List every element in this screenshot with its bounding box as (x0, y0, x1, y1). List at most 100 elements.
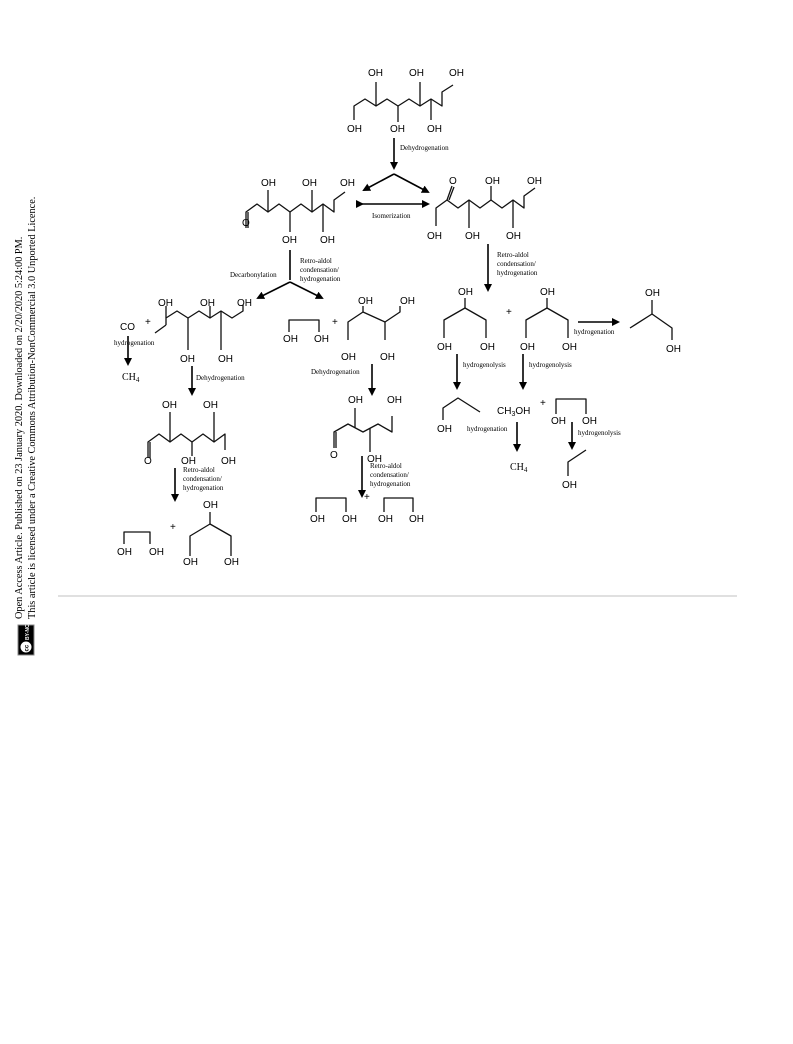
oh-label: OH (520, 342, 535, 353)
reaction-label-retro-aldol: Retro-aldol (183, 466, 215, 474)
reaction-label-retro-aldol: Retro-aldol (370, 462, 402, 470)
oh-label: OH (449, 68, 464, 79)
oh-label: OH (183, 557, 198, 568)
cc-icon (19, 640, 33, 654)
reaction-arrow (362, 173, 395, 191)
oh-label: OH (540, 287, 555, 298)
oh-label: OH (320, 235, 335, 246)
oh-label: OH (347, 124, 362, 135)
reaction-label-retro-aldol: Retro-aldol (300, 257, 332, 265)
reaction-label-dehydrogenation: Dehydrogenation (311, 368, 360, 376)
oh-label: OH (341, 352, 356, 363)
reaction-label-retro-aldol: condensation/ (370, 471, 409, 479)
erythrose-structure: O OH OH OH (330, 395, 402, 465)
erythritol-structure: OH OH OH OH (341, 296, 415, 363)
reaction-label-retro-aldol: condensation/ (183, 475, 222, 483)
reaction-label-retro-aldol: hydrogenation (497, 269, 538, 277)
reaction-label-hydrogenation: hydrogenation (467, 425, 508, 433)
reaction-arrow (393, 173, 430, 193)
oh-label: OH (551, 416, 566, 427)
reaction-label-dehydrogenation: Dehydrogenation (196, 374, 245, 382)
oh-label: OH (180, 354, 195, 365)
oh-label: OH (380, 352, 395, 363)
sorbitol-structure: OH OH OH OH OH OH (347, 68, 464, 135)
oh-label: OH (562, 480, 577, 491)
notice-line-2: This article is licensed under a Creativ… (27, 197, 38, 619)
oxygen-label: O (330, 450, 338, 461)
oh-label: OH (409, 68, 424, 79)
propanol-structure: OH (437, 397, 481, 435)
license-notice: This article is licensed under a Creativ… (27, 197, 38, 619)
oh-label: OH (218, 354, 233, 365)
oh-label: OH (203, 500, 218, 511)
oh-label: OH (437, 342, 452, 353)
oh-label: OH (562, 342, 577, 353)
oh-label: OH (400, 296, 415, 307)
glycerol-structure: OH OH OH (183, 500, 239, 568)
ethylene-glycol-structure: OH OH (378, 497, 424, 525)
oh-label: OH (378, 514, 393, 525)
methanol-label: CH3OH (497, 406, 530, 418)
arabitol-structure: OH OH OH OH OH (154, 298, 252, 365)
oh-label: OH (358, 296, 373, 307)
reaction-label-hydrogenolysis: hydrogenolysis (529, 361, 572, 369)
oh-label: OH (465, 231, 480, 242)
oh-label: OH (387, 395, 402, 406)
plus-sign: + (332, 317, 338, 328)
oh-label: OH (348, 395, 363, 406)
methane-label: CH4 (122, 372, 140, 384)
oh-label: OH (367, 454, 382, 465)
reaction-label-retro-aldol: Retro-aldol (497, 251, 529, 259)
oh-label: OH (261, 178, 276, 189)
reaction-label-retro-aldol: condensation/ (497, 260, 536, 268)
oh-label: OH (340, 178, 355, 189)
oh-label: OH (527, 176, 542, 187)
reaction-label-dehydrogenation: Dehydrogenation (400, 144, 449, 152)
reaction-label-decarbonylation: Decarbonylation (230, 271, 277, 279)
oh-label: OH (342, 514, 357, 525)
oh-label: OH (409, 514, 424, 525)
reaction-label-hydrogenolysis: hydrogenolysis (463, 361, 506, 369)
oh-label: OH (302, 178, 317, 189)
propylene-glycol-structure: OH OH (629, 288, 681, 355)
cc-by-nc-badge[interactable]: cc BY-NC (17, 624, 35, 656)
badge-label: BY-NC (25, 624, 31, 640)
reaction-label-hydrogenolysis: hydrogenolysis (578, 429, 621, 437)
plus-sign: + (506, 307, 512, 318)
oh-label: OH (368, 68, 383, 79)
glycerol-structure: OH OH OH (437, 287, 495, 353)
plus-sign: + (145, 317, 151, 328)
reaction-arrow (256, 281, 291, 299)
oh-label: OH (427, 231, 442, 242)
oh-label: OH (221, 456, 236, 467)
reaction-arrow (289, 281, 324, 299)
oh-label: OH (224, 557, 239, 568)
oh-label: OH (437, 424, 452, 435)
notice-line-1: Open Access Article. Published on 23 Jan… (14, 237, 25, 619)
oh-label: OH (181, 456, 196, 467)
oh-label: OH (427, 124, 442, 135)
plus-sign: + (170, 522, 176, 533)
reaction-label-hydrogenation: hydrogenation (114, 339, 155, 347)
open-access-notice: Open Access Article. Published on 23 Jan… (14, 237, 25, 619)
oh-label: OH (666, 344, 681, 355)
oxygen-label: O (144, 456, 152, 467)
oh-label: OH (506, 231, 521, 242)
oh-label: OH (158, 298, 173, 309)
ethylene-glycol-structure: OH OH (117, 531, 164, 558)
oh-label: OH (282, 235, 297, 246)
reaction-label-isomerization: Isomerization (372, 212, 411, 220)
oh-label: OH (117, 547, 132, 558)
oh-label: OH (283, 334, 298, 345)
plus-sign: + (364, 492, 370, 503)
oh-label: OH (162, 400, 177, 411)
carbon-monoxide-label: CO (120, 322, 135, 333)
reaction-label-retro-aldol: hydrogenation (370, 480, 411, 488)
oh-label: OH (582, 416, 597, 427)
badge-cc: cc (25, 644, 31, 651)
oh-label: OH (480, 342, 495, 353)
oh-label: OH (149, 547, 164, 558)
oh-label: OH (314, 334, 329, 345)
